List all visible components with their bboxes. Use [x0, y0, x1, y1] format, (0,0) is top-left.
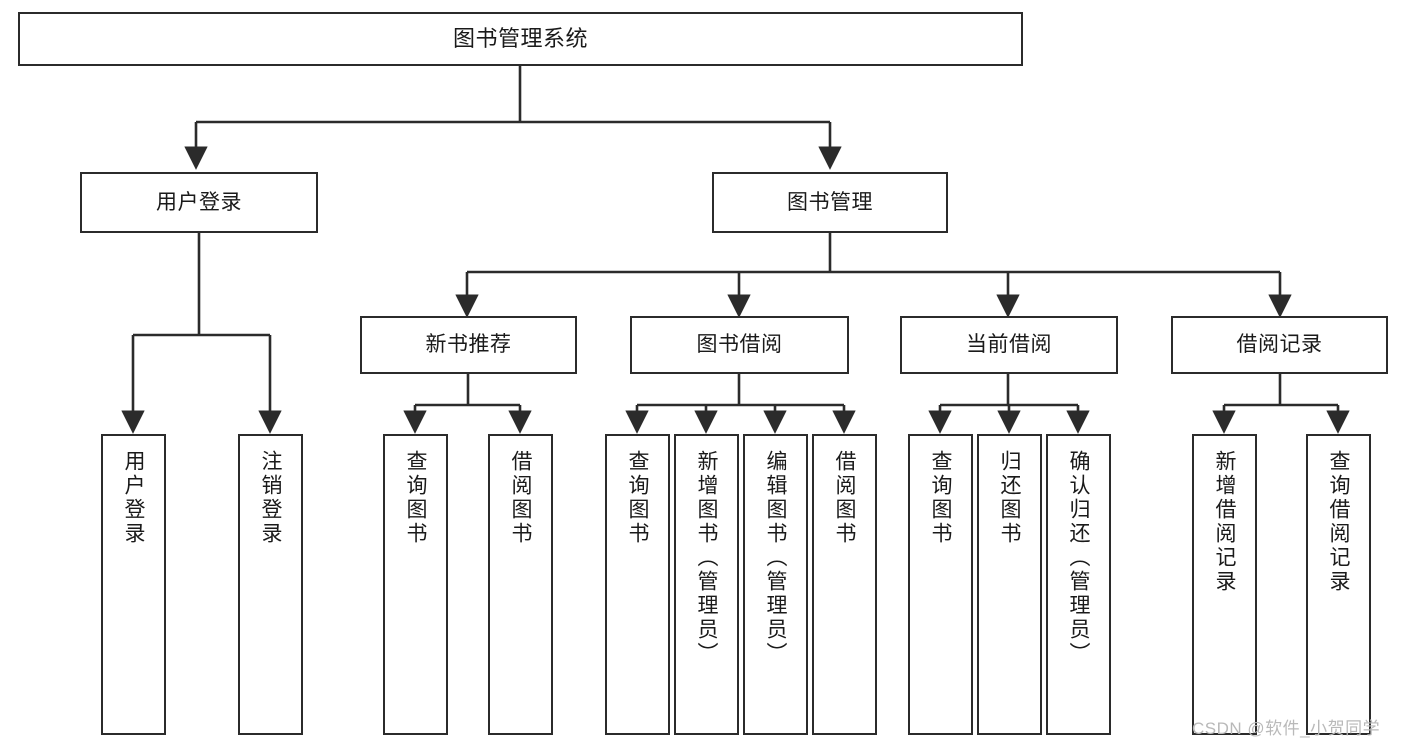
- node-leaf-add-record[interactable]: 新增借阅记录: [1192, 434, 1257, 735]
- node-leaf-query-book-3-label: 查询图书: [929, 450, 952, 546]
- node-new-book-rec-label: 新书推荐: [425, 333, 512, 357]
- node-current-borrow[interactable]: 当前借阅: [900, 316, 1118, 374]
- node-leaf-query-record[interactable]: 查询借阅记录: [1306, 434, 1371, 735]
- node-leaf-add-book-label: 新增图书（管理员）: [695, 450, 718, 666]
- node-new-book-rec[interactable]: 新书推荐: [360, 316, 577, 374]
- node-leaf-confirm-return-label: 确认归还（管理员）: [1067, 450, 1090, 666]
- node-leaf-user-logout[interactable]: 注销登录: [238, 434, 303, 735]
- node-book-borrow-label: 图书借阅: [696, 333, 783, 357]
- node-borrow-record-label: 借阅记录: [1236, 333, 1323, 357]
- node-leaf-query-book-1-label: 查询图书: [404, 450, 427, 546]
- node-leaf-add-record-label: 新增借阅记录: [1213, 450, 1236, 594]
- node-leaf-add-book[interactable]: 新增图书（管理员）: [674, 434, 739, 735]
- node-leaf-edit-book[interactable]: 编辑图书（管理员）: [743, 434, 808, 735]
- node-leaf-borrow-book-2[interactable]: 借阅图书: [812, 434, 877, 735]
- node-leaf-query-book-3[interactable]: 查询图书: [908, 434, 973, 735]
- node-root-label: 图书管理系统: [452, 25, 588, 51]
- node-book-manage[interactable]: 图书管理: [712, 172, 948, 233]
- node-book-borrow[interactable]: 图书借阅: [630, 316, 849, 374]
- node-leaf-confirm-return[interactable]: 确认归还（管理员）: [1046, 434, 1111, 735]
- node-leaf-query-book-2[interactable]: 查询图书: [605, 434, 670, 735]
- node-user-login[interactable]: 用户登录: [80, 172, 318, 233]
- node-leaf-query-record-label: 查询借阅记录: [1327, 450, 1350, 594]
- node-leaf-return-book[interactable]: 归还图书: [977, 434, 1042, 735]
- node-current-borrow-label: 当前借阅: [966, 333, 1052, 357]
- node-leaf-borrow-book-1[interactable]: 借阅图书: [488, 434, 553, 735]
- node-leaf-query-book-2-label: 查询图书: [626, 450, 649, 546]
- node-leaf-borrow-book-1-label: 借阅图书: [509, 450, 532, 546]
- node-leaf-user-login-label: 用户登录: [122, 450, 145, 546]
- node-borrow-record[interactable]: 借阅记录: [1171, 316, 1388, 374]
- node-book-manage-label: 图书管理: [787, 190, 873, 214]
- node-user-login-label: 用户登录: [156, 190, 242, 214]
- node-leaf-user-logout-label: 注销登录: [259, 450, 282, 546]
- node-leaf-user-login[interactable]: 用户登录: [101, 434, 166, 735]
- node-leaf-borrow-book-2-label: 借阅图书: [833, 450, 856, 546]
- node-root[interactable]: 图书管理系统: [18, 12, 1023, 66]
- node-leaf-query-book-1[interactable]: 查询图书: [383, 434, 448, 735]
- node-leaf-return-book-label: 归还图书: [998, 450, 1021, 546]
- node-leaf-edit-book-label: 编辑图书（管理员）: [764, 450, 787, 666]
